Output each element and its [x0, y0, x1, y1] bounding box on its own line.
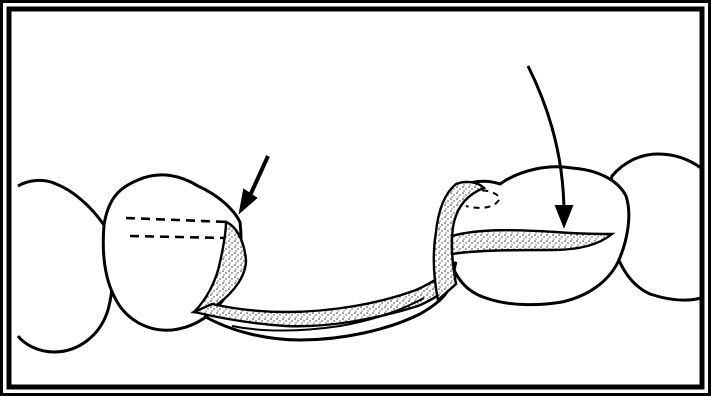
left-rest-arrow	[240, 156, 268, 212]
left-neighbor-tooth	[18, 180, 112, 352]
